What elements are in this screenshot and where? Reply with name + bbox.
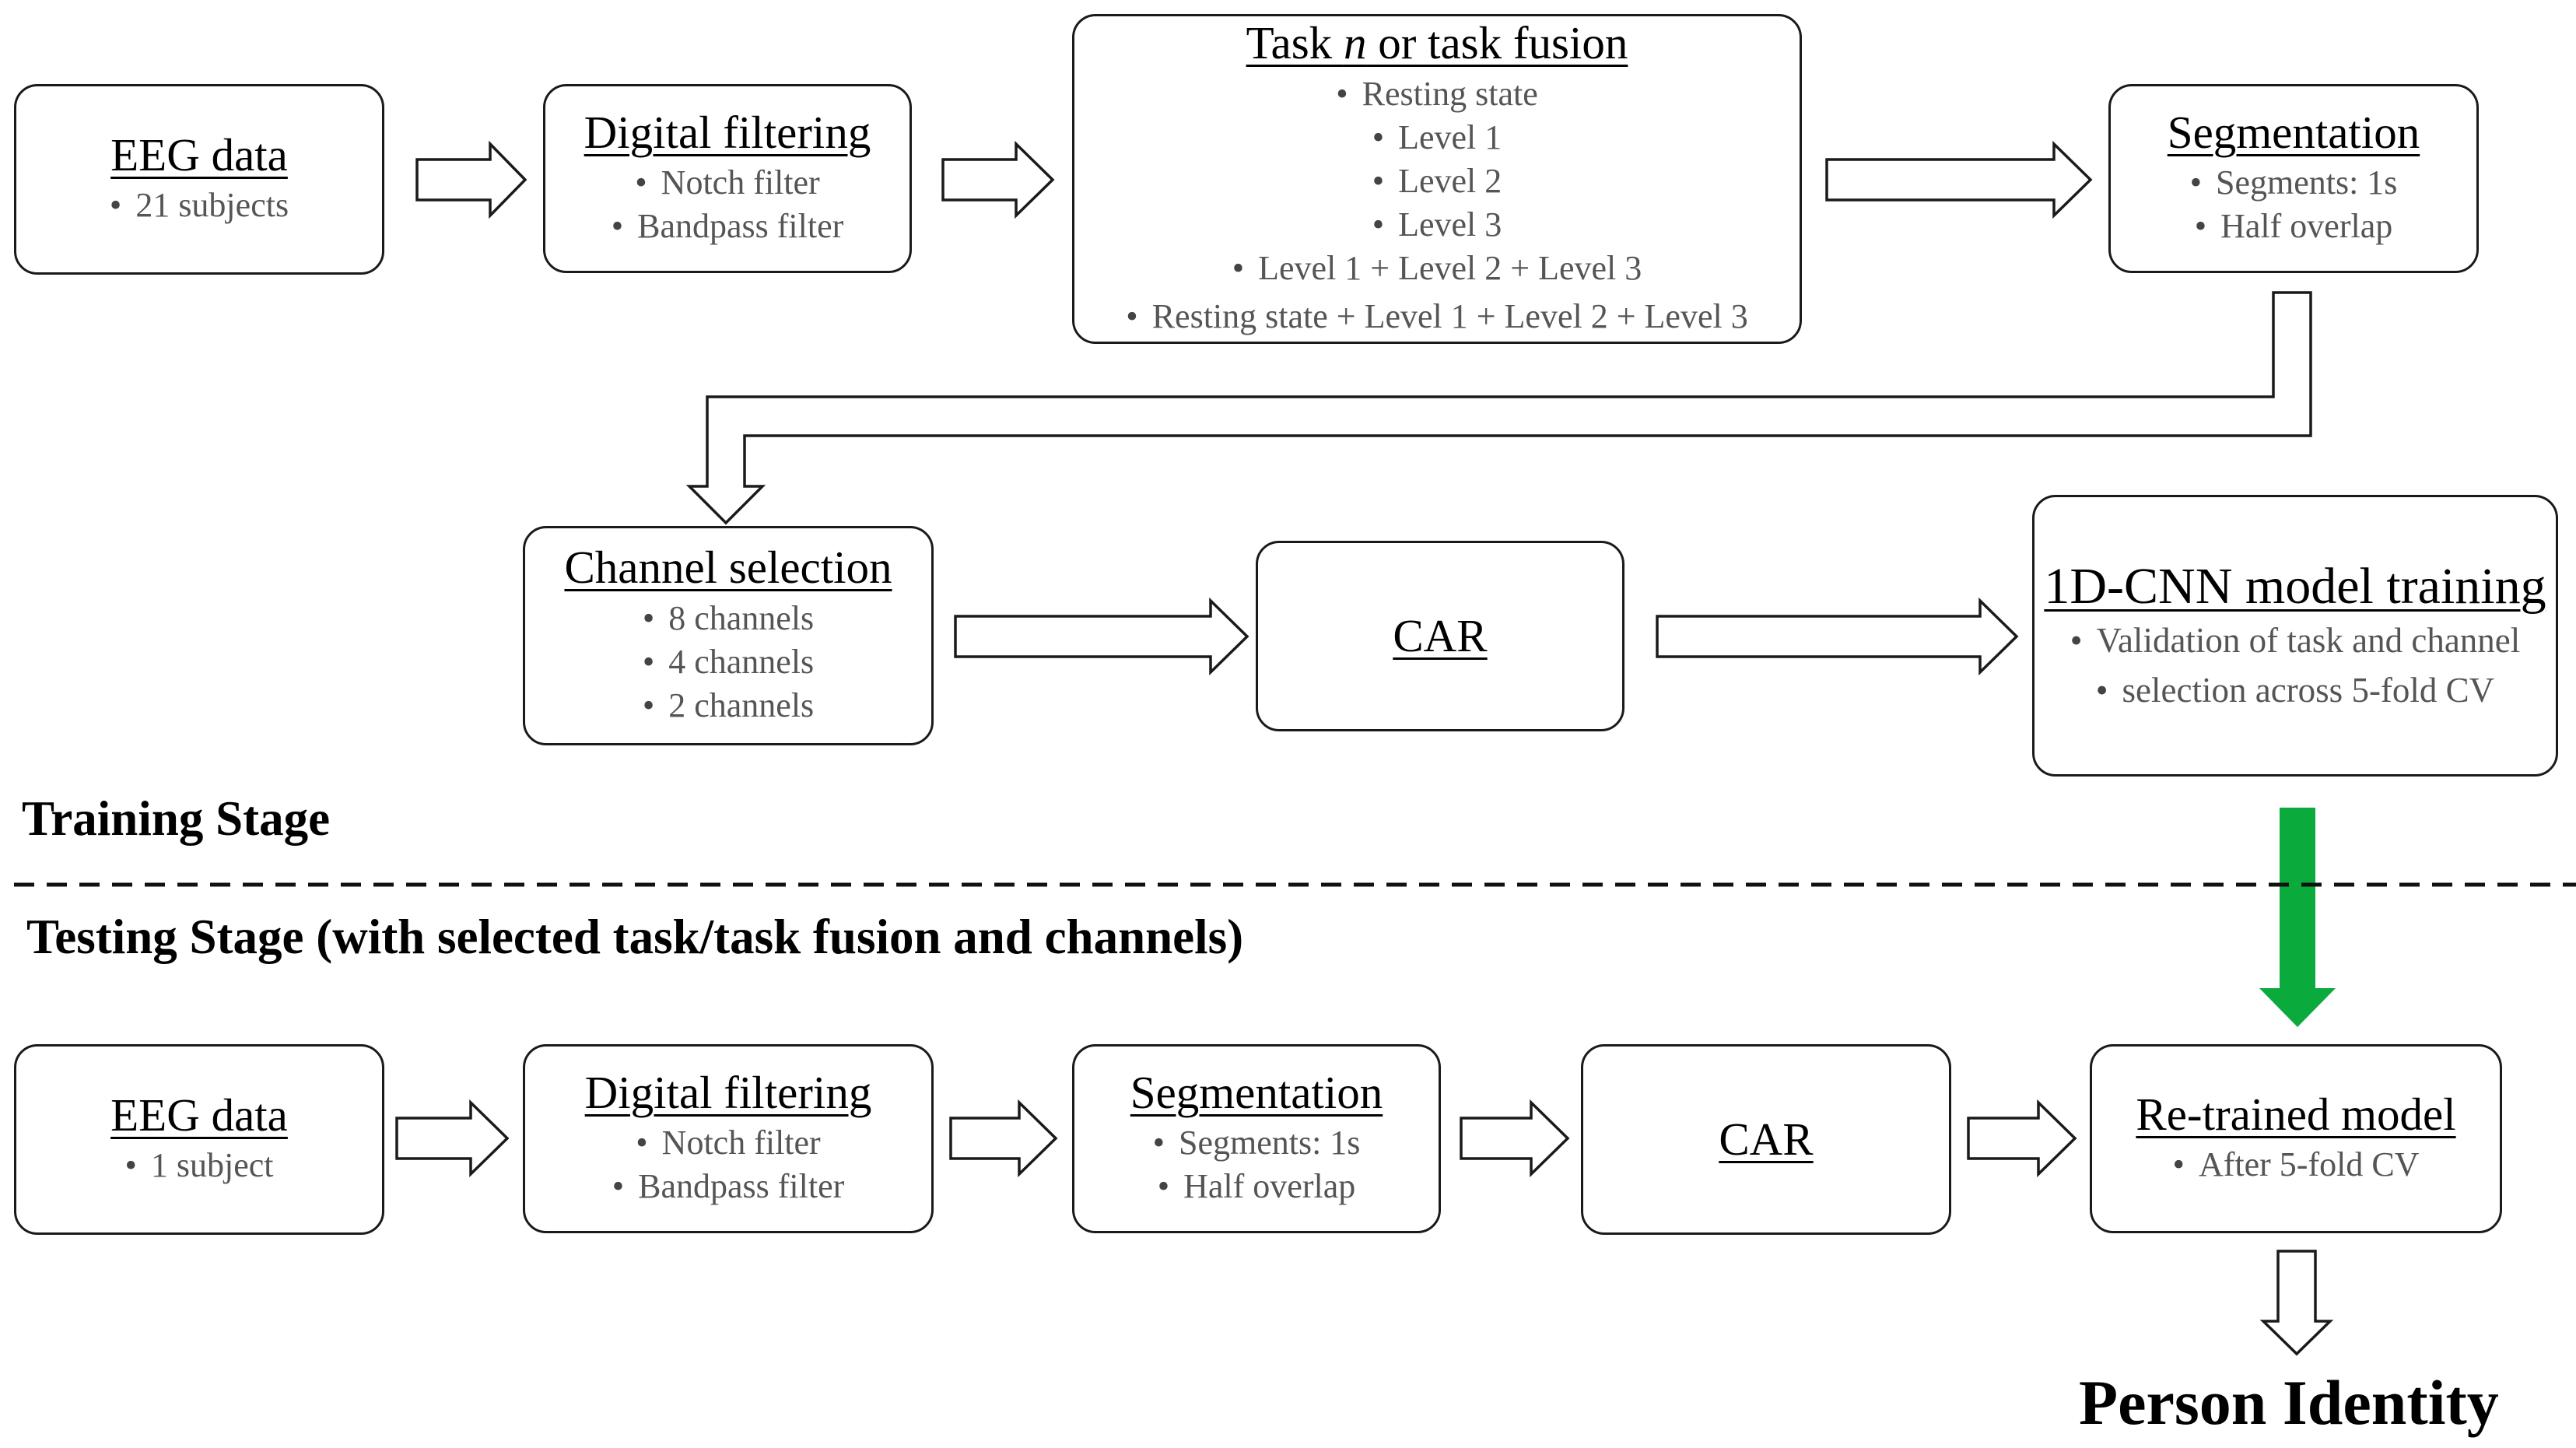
eeg-data-title: EEG data xyxy=(110,128,288,181)
test-segmentation-box: Segmentation Segments: 1s Half overlap xyxy=(1072,1044,1441,1233)
task-item-level1: Level 1 xyxy=(1126,116,1747,160)
task-item-fusion-levels: Level 1 + Level 2 + Level 3 xyxy=(1126,247,1747,290)
bandpass-filter-item: Bandpass filter xyxy=(612,205,843,248)
training-stage-label: Training Stage xyxy=(22,791,331,846)
test-eeg-data-title: EEG data xyxy=(110,1089,288,1141)
arrow-channel-to-car xyxy=(954,597,1249,676)
arrow-car-to-cnn xyxy=(1656,597,2019,676)
arrow-test-eeg-to-filter xyxy=(395,1099,510,1178)
cnn-training-title: 1D-CNN model training xyxy=(2044,558,2546,615)
person-identity-label: Person Identity xyxy=(2079,1367,2499,1438)
test-eeg-data-box: EEG data 1 subject xyxy=(14,1044,384,1235)
channels-4-item: 4 channels xyxy=(643,640,814,684)
task-fusion-box: Task n or task fusion Resting state Leve… xyxy=(1072,14,1802,344)
segmentation-box: Segmentation Segments: 1s Half overlap xyxy=(2108,84,2479,273)
cnn-training-box: 1D-CNN model training Validation of task… xyxy=(2032,495,2558,777)
test-eeg-subject-item: 1 subject xyxy=(124,1144,274,1187)
channel-selection-title: Channel selection xyxy=(564,542,892,594)
task-item-level2: Level 2 xyxy=(1126,160,1747,203)
retrained-model-title: Re-trained model xyxy=(2136,1088,2456,1140)
car-box: CAR xyxy=(1256,541,1624,731)
test-segmentation-title: Segmentation xyxy=(1130,1066,1383,1118)
arrow-segmentation-to-channel xyxy=(685,291,2312,525)
arrow-model-to-identity xyxy=(2259,1250,2334,1356)
arrow-transfer-model xyxy=(2259,808,2336,1027)
arrow-test-segmentation-to-car xyxy=(1460,1099,1570,1178)
retrained-model-box: Re-trained model After 5-fold CV xyxy=(2090,1044,2502,1233)
segmentation-title: Segmentation xyxy=(2167,106,2420,158)
task-fusion-title: Task n or task fusion xyxy=(1246,17,1628,68)
arrow-test-filter-to-segmentation xyxy=(949,1099,1058,1178)
cnn-validation-item: Validation of task and channel xyxy=(2070,619,2520,662)
channel-selection-box: Channel selection 8 channels 4 channels … xyxy=(523,526,934,745)
cnn-validation-item-cont: selection across 5-fold CV xyxy=(2070,668,2521,712)
test-digital-filtering-title: Digital filtering xyxy=(584,1066,872,1118)
task-item-fusion-all: Resting state + Level 1 + Level 2 + Leve… xyxy=(1126,295,1748,338)
car-title: CAR xyxy=(1393,609,1488,661)
eeg-data-box: EEG data 21 subjects xyxy=(14,84,384,275)
test-car-title: CAR xyxy=(1719,1113,1814,1165)
channels-2-item: 2 channels xyxy=(643,684,814,728)
test-bandpass-filter-item: Bandpass filter xyxy=(612,1165,844,1208)
eeg-subjects-item: 21 subjects xyxy=(110,184,289,227)
channels-8-item: 8 channels xyxy=(643,597,814,640)
segments-item: Segments: 1s xyxy=(2190,161,2397,205)
arrow-test-car-to-model xyxy=(1967,1099,2077,1178)
arrow-filter-to-task xyxy=(941,140,1055,219)
overlap-item: Half overlap xyxy=(2190,205,2398,248)
arrow-eeg-to-filter xyxy=(415,140,527,219)
digital-filtering-title: Digital filtering xyxy=(584,106,871,158)
retrained-cv-item: After 5-fold CV xyxy=(2173,1143,2420,1187)
notch-filter-item: Notch filter xyxy=(612,161,844,205)
testing-stage-label: Testing Stage (with selected task/task f… xyxy=(26,910,1244,964)
test-digital-filtering-box: Digital filtering Notch filter Bandpass … xyxy=(523,1044,934,1233)
test-overlap-item: Half overlap xyxy=(1153,1165,1361,1208)
test-car-box: CAR xyxy=(1581,1044,1951,1235)
test-segments-item: Segments: 1s xyxy=(1153,1121,1360,1165)
digital-filtering-box: Digital filtering Notch filter Bandpass … xyxy=(543,84,912,273)
task-item-level3: Level 3 xyxy=(1126,203,1747,247)
task-item-resting: Resting state xyxy=(1126,72,1747,116)
test-notch-filter-item: Notch filter xyxy=(612,1121,845,1165)
arrow-task-to-segmentation xyxy=(1825,140,2093,219)
